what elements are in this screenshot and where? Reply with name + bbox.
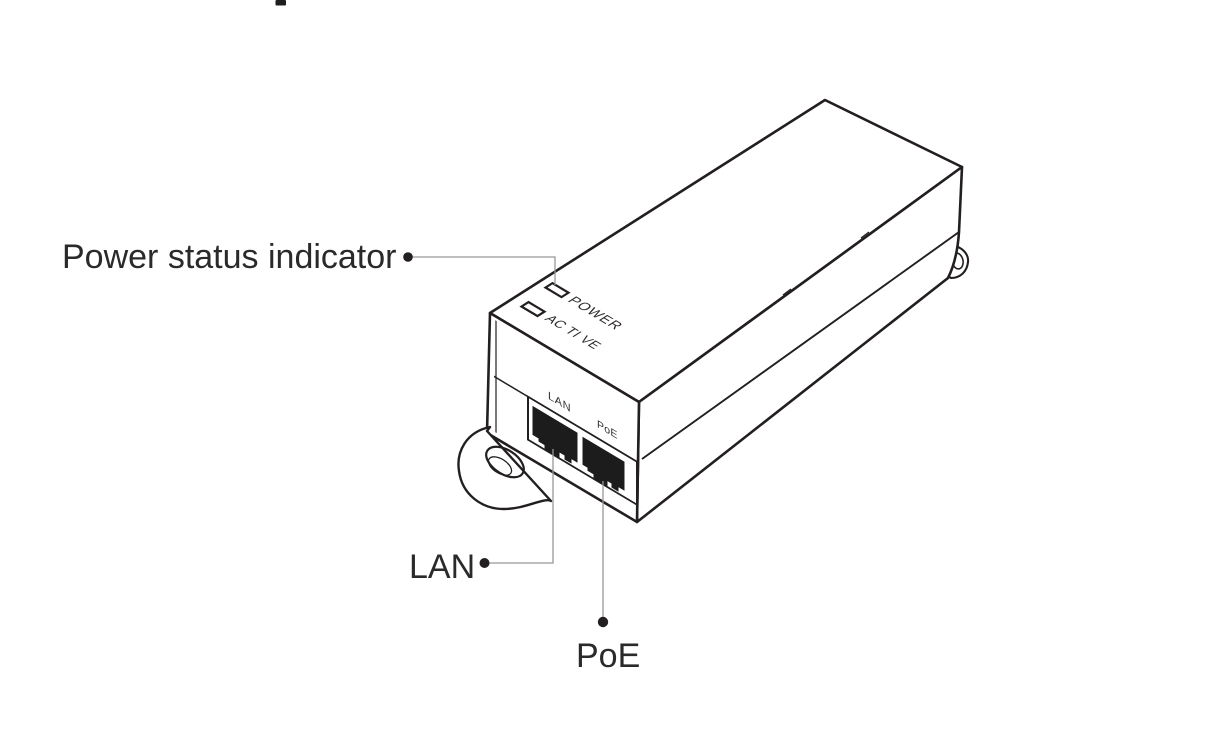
- lan-leader-line: [488, 449, 554, 564]
- callout-labels: Power status indicator LAN PoE: [62, 238, 640, 675]
- left-tab-slot: [485, 445, 525, 479]
- power-status-leader-line: [408, 256, 556, 285]
- poe-bullet-icon: [597, 616, 609, 628]
- left-mount-tab: [457, 425, 553, 511]
- callout-leaders: [403, 252, 609, 628]
- power-led: [543, 281, 571, 299]
- port-panel: [527, 395, 638, 507]
- poe-callout-label: PoE: [576, 637, 640, 675]
- lan-bullet-icon: [479, 558, 490, 568]
- power-status-bullet-icon: [403, 252, 413, 262]
- lan-port: [532, 405, 578, 464]
- active-led: [519, 300, 547, 318]
- lan-callout-label: LAN: [409, 548, 475, 586]
- left-tab-slot-inner: [487, 456, 513, 476]
- cropped-heading-fragment: [275, 0, 286, 6]
- poe-port: [582, 436, 625, 492]
- power-status-indicator-label: Power status indicator: [62, 238, 397, 276]
- case-seam-line: [641, 231, 960, 460]
- ridge-notch-2: [860, 231, 870, 239]
- ridge-notch-1: [782, 288, 792, 296]
